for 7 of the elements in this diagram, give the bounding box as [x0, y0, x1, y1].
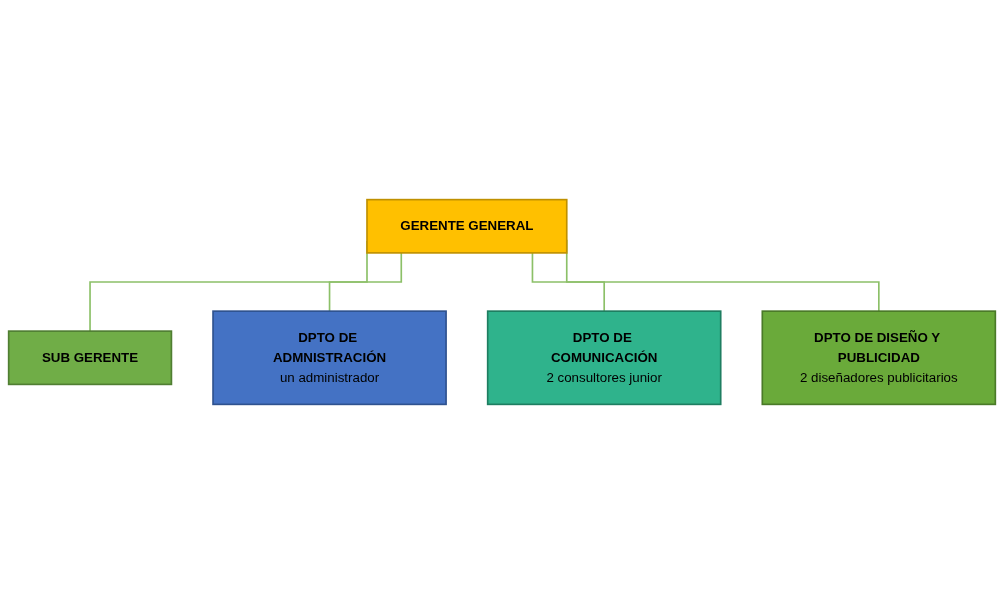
node-box: DPTO DE ADMNISTRACIÓN un administrador [212, 310, 447, 406]
node-box: DPTO DE COMUNICACIÓN 2 consultores junior [486, 310, 722, 406]
node-box: SUB GERENTE [7, 330, 173, 386]
connector [328, 252, 403, 312]
connector [531, 252, 606, 312]
node-box: DPTO DE DISEÑO Y PUBLICIDAD 2 diseñadores publicitarios [761, 310, 997, 406]
node-box: GERENTE GENERAL [366, 198, 568, 254]
